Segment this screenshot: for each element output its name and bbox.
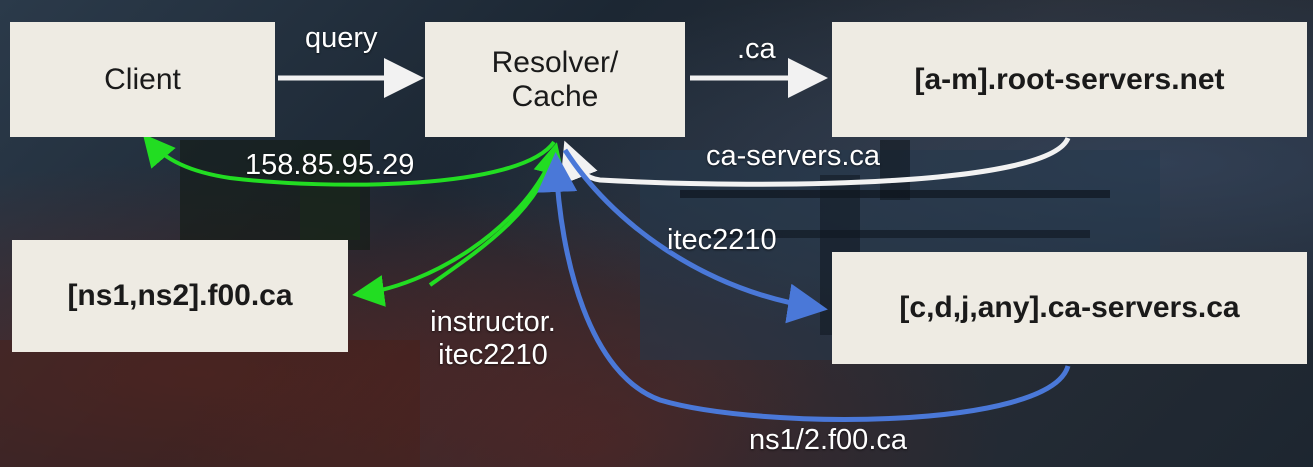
instructor-label-line2: itec2210 bbox=[438, 339, 548, 371]
ca-servers-label: [c,d,j,any].ca-servers.ca bbox=[899, 291, 1240, 324]
client-node: Client bbox=[10, 22, 275, 137]
ns-f00-node: [ns1,ns2].f00.ca bbox=[12, 240, 348, 352]
answer-ip-label: 158.85.95.29 bbox=[245, 149, 415, 181]
instructor-label-line1: instructor. bbox=[430, 306, 556, 338]
resolver-cache-node: Resolver/ Cache bbox=[425, 22, 685, 137]
ns-f00-label: [ns1,ns2].f00.ca bbox=[67, 279, 293, 312]
resolver-label: Resolver/ bbox=[491, 45, 619, 79]
root-servers-node: [a-m].root-servers.net bbox=[832, 22, 1307, 137]
itec-label: itec2210 bbox=[667, 224, 777, 256]
ns-referral-arrow bbox=[537, 152, 1071, 422]
query-label: query bbox=[305, 22, 378, 54]
root-servers-label: [a-m].root-servers.net bbox=[914, 62, 1225, 96]
answer-ip-arrow bbox=[142, 133, 556, 187]
instructor-label: instructor. itec2210 bbox=[413, 306, 573, 372]
cache-label: Cache bbox=[511, 79, 599, 113]
client-label: Client bbox=[104, 62, 181, 96]
ca-servers-node: [c,d,j,any].ca-servers.ca bbox=[832, 252, 1307, 364]
ca-servers-ref-label: ca-servers.ca bbox=[706, 140, 881, 172]
ns-ref-label: ns1/2.f00.ca bbox=[749, 424, 907, 456]
itec-query-arrow bbox=[562, 148, 828, 324]
ca-label: .ca bbox=[737, 33, 776, 65]
